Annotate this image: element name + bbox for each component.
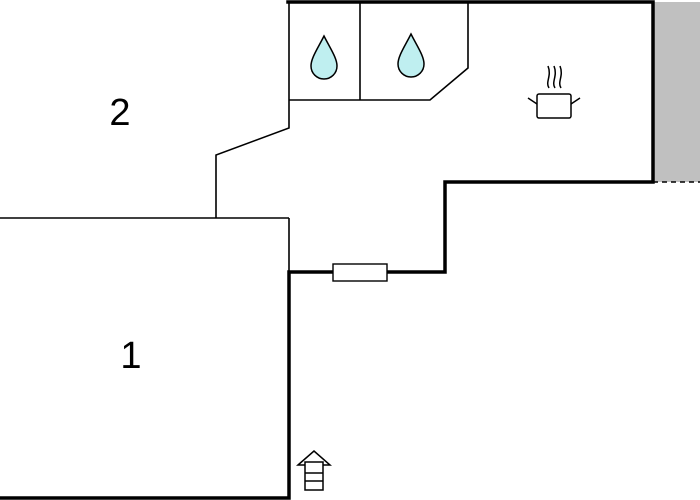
adjacent-area: [653, 2, 700, 182]
outer-wall-top-right: [0, 0, 655, 500]
entrance-icon: [296, 450, 332, 491]
water-drop-icon: [310, 34, 338, 80]
interior-walls: [0, 2, 469, 272]
window: [332, 263, 388, 282]
cooking-pot-icon: [527, 65, 581, 119]
room-label-1: 1: [120, 335, 141, 377]
water-drop-icon: [397, 32, 425, 78]
room-label-2: 2: [109, 92, 130, 134]
